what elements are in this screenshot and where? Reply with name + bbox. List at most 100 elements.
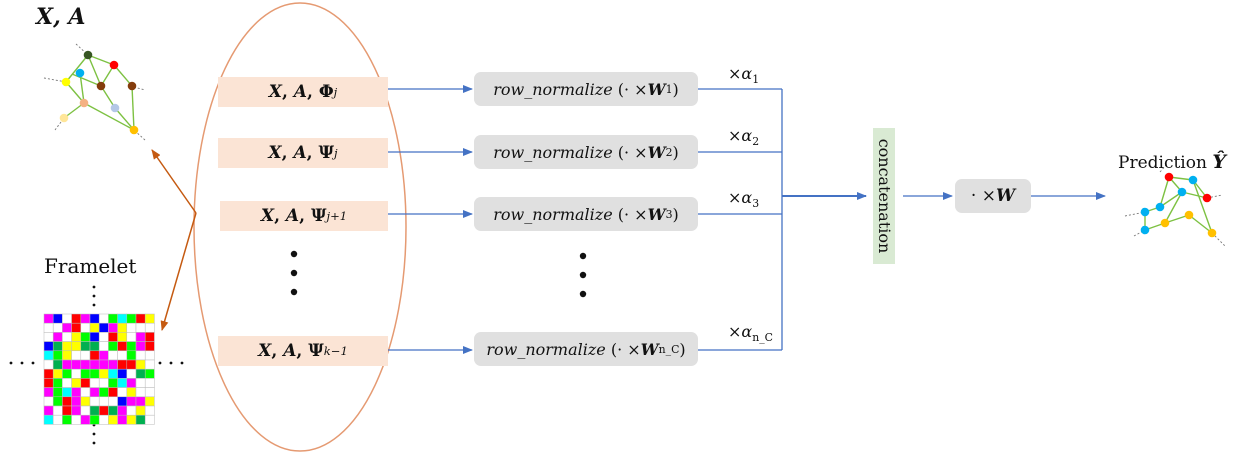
input-x: X bbox=[258, 341, 272, 361]
framelet-cell bbox=[108, 313, 118, 324]
final-weight-box: · × W bbox=[955, 179, 1031, 213]
framelet-cell bbox=[135, 368, 146, 379]
input-a: A bbox=[285, 206, 300, 226]
graph-input-label: X, A bbox=[36, 4, 86, 30]
framelet-cell bbox=[52, 405, 63, 416]
input-operator-sub: j bbox=[334, 146, 338, 160]
prediction-text: Prediction bbox=[1118, 153, 1207, 173]
framelet-cell bbox=[43, 341, 54, 352]
framelet-label: Framelet bbox=[44, 254, 137, 278]
framelet-cell bbox=[80, 396, 91, 407]
alpha-prefix: ×α bbox=[728, 64, 753, 83]
framelet-cell bbox=[126, 396, 137, 407]
framelet-cell bbox=[52, 359, 63, 370]
framelet-cell bbox=[71, 359, 82, 370]
prediction-label: Prediction Ŷ bbox=[1118, 153, 1226, 172]
framelet-cell bbox=[43, 368, 54, 379]
op-func: row_normalize bbox=[493, 204, 613, 224]
framelet-cell bbox=[71, 405, 82, 416]
framelet-cell bbox=[144, 313, 155, 324]
framelet-cell bbox=[71, 387, 82, 398]
framelet-cell bbox=[108, 341, 118, 352]
framelet-cell bbox=[117, 368, 128, 379]
framelet-cell bbox=[108, 359, 118, 370]
framelet-cell bbox=[98, 313, 109, 324]
framelet-cell bbox=[52, 322, 63, 333]
framelet-cell bbox=[71, 368, 82, 379]
framelet-cell bbox=[62, 332, 72, 342]
framelet-cell bbox=[144, 322, 155, 333]
op-arg: (· × bbox=[617, 79, 648, 99]
framelet-cell bbox=[98, 350, 109, 361]
framelet-cell bbox=[71, 378, 82, 388]
framelet-cell bbox=[43, 405, 54, 416]
input-operator: Ψ bbox=[310, 206, 327, 226]
concatenation-box bbox=[873, 128, 895, 264]
framelet-cell bbox=[89, 359, 100, 370]
op-weight-sub: 2 bbox=[665, 145, 673, 159]
framelet-cell bbox=[80, 414, 91, 425]
framelet-cell bbox=[126, 359, 137, 370]
input-x: X bbox=[268, 82, 282, 102]
framelet-cell bbox=[80, 359, 91, 370]
alpha-label-3: ×α3 bbox=[728, 190, 759, 210]
framelet-cell bbox=[126, 313, 137, 324]
framelet-cell bbox=[62, 387, 72, 398]
framelet-cell bbox=[135, 359, 146, 370]
op-weight-sub: n_C bbox=[658, 342, 680, 356]
input-a: A bbox=[293, 143, 307, 163]
framelet-cell bbox=[80, 387, 91, 398]
op-func: row_normalize bbox=[493, 79, 613, 99]
framelet-cell bbox=[62, 350, 72, 361]
prediction-symbol: Ŷ bbox=[1212, 151, 1226, 173]
framelet-cell bbox=[71, 322, 82, 333]
framelet-cell bbox=[117, 359, 128, 370]
framelet-cell bbox=[144, 414, 155, 425]
framelet-cell bbox=[126, 350, 137, 361]
prediction-graph bbox=[1124, 162, 1226, 247]
framelet-cell bbox=[126, 414, 137, 425]
framelet-cell bbox=[43, 332, 54, 342]
framelet-cell bbox=[62, 359, 72, 370]
framelet-cell bbox=[117, 378, 128, 388]
framelet-cell bbox=[98, 359, 109, 370]
framelet-cell bbox=[89, 350, 100, 361]
op-func: row_normalize bbox=[486, 339, 606, 359]
alpha-prefix: ×α bbox=[728, 188, 753, 207]
framelet-cell bbox=[117, 387, 128, 398]
framelet-cell bbox=[144, 378, 155, 388]
input-x: X bbox=[260, 206, 275, 226]
input-a: A bbox=[293, 82, 307, 102]
op-weight: W bbox=[647, 204, 666, 224]
framelet-cell bbox=[43, 322, 54, 333]
framelet-cell bbox=[108, 396, 118, 407]
framelet-cell bbox=[80, 378, 91, 388]
final-prefix: · × bbox=[970, 186, 996, 206]
framelet-cell bbox=[52, 313, 63, 324]
framelet-cell bbox=[126, 378, 137, 388]
op-arg: (· × bbox=[617, 204, 648, 224]
framelet-cell bbox=[62, 378, 72, 388]
framelet-cell bbox=[117, 405, 128, 416]
framelet-cell bbox=[117, 414, 128, 425]
framelet-cell bbox=[98, 332, 109, 342]
framelet-cell bbox=[108, 332, 118, 342]
framelet-cell bbox=[52, 396, 63, 407]
input-operator: Ψ bbox=[318, 143, 335, 163]
framelet-cell bbox=[144, 368, 155, 379]
framelet-cell bbox=[71, 332, 82, 342]
framelet-cell bbox=[144, 350, 155, 361]
framelet-cell bbox=[62, 396, 72, 407]
framelet-cell bbox=[108, 350, 118, 361]
framelet-cell bbox=[89, 313, 100, 324]
input-operator: Ψ bbox=[308, 341, 324, 361]
framelet-cell bbox=[52, 387, 63, 398]
framelet-cell bbox=[108, 322, 118, 333]
framelet-cell bbox=[89, 378, 100, 388]
